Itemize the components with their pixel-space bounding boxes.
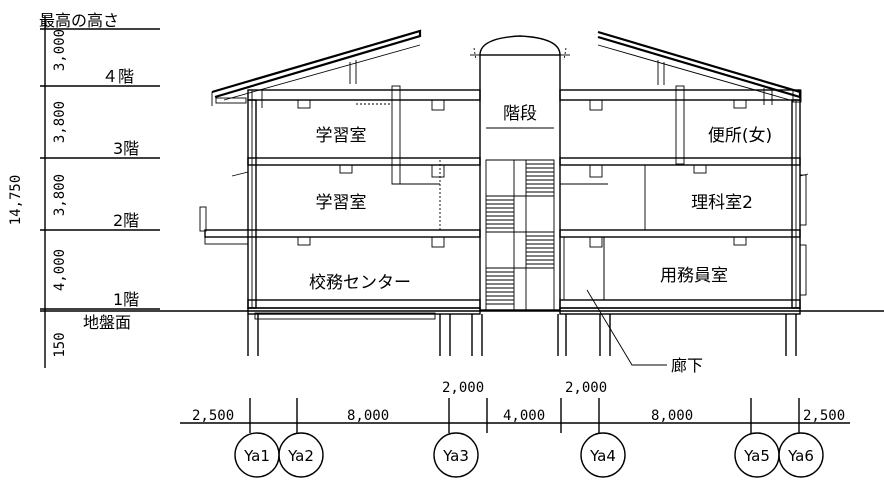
dim-floor2-height: 3,800 <box>52 174 68 216</box>
dim-h5: 2,000 <box>565 380 607 396</box>
axis-label-ya2: Ya2 <box>287 447 314 465</box>
axis-bubble-ya4 <box>580 432 626 478</box>
room-science: 理科室2 <box>691 193 753 213</box>
grid-axis-bubbles <box>234 432 824 478</box>
room-toilet-women: 便所(女) <box>708 126 772 146</box>
dim-floor3-height: 3,800 <box>52 101 68 143</box>
axis-label-ya6: Ya6 <box>787 447 814 465</box>
dim-h7: 2,500 <box>803 408 845 424</box>
dim-h1: 2,500 <box>192 408 234 424</box>
level-lines <box>40 16 884 368</box>
dim-floor1-height: 4,000 <box>52 249 68 291</box>
room-janitor: 用務員室 <box>660 266 728 286</box>
room-stairs: 階段 <box>503 104 537 124</box>
axis-bubble-ya3 <box>433 432 479 478</box>
dim-below-ground: 150 <box>52 332 68 357</box>
dim-h4: 4,000 <box>503 408 545 424</box>
room-school-office: 校務センター <box>309 273 411 293</box>
axis-label-ya3: Ya3 <box>442 447 469 465</box>
room-study-2f: 学習室 <box>316 193 367 213</box>
dim-total-height: 14,750 <box>8 175 24 226</box>
axis-label-ya5: Ya5 <box>743 447 770 465</box>
label-floor1: 1階 <box>113 290 139 309</box>
corridor-leader-line <box>586 289 667 366</box>
room-study-3f: 学習室 <box>316 126 367 146</box>
axis-label-ya1: Ya1 <box>243 447 270 465</box>
building-section <box>199 29 809 366</box>
label-ground: 地盤面 <box>83 313 131 332</box>
dim-floor4-height: 3,000 <box>52 29 68 71</box>
horizontal-dimension-line <box>180 398 850 433</box>
room-corridor: 廊下 <box>671 356 703 375</box>
dim-h2: 8,000 <box>347 408 389 424</box>
dim-h3: 2,000 <box>442 380 484 396</box>
stair-treads <box>485 159 555 311</box>
label-floor3: 3階 <box>113 139 139 158</box>
label-floor4: ４階 <box>102 67 134 86</box>
dim-h6: 8,000 <box>651 408 693 424</box>
label-floor2: 2階 <box>113 211 139 230</box>
axis-bubble-ya6 <box>778 432 824 478</box>
axis-label-ya4: Ya4 <box>589 447 616 465</box>
axis-bubble-ya2 <box>278 432 324 478</box>
label-max-height: 最高の高さ <box>39 11 119 30</box>
